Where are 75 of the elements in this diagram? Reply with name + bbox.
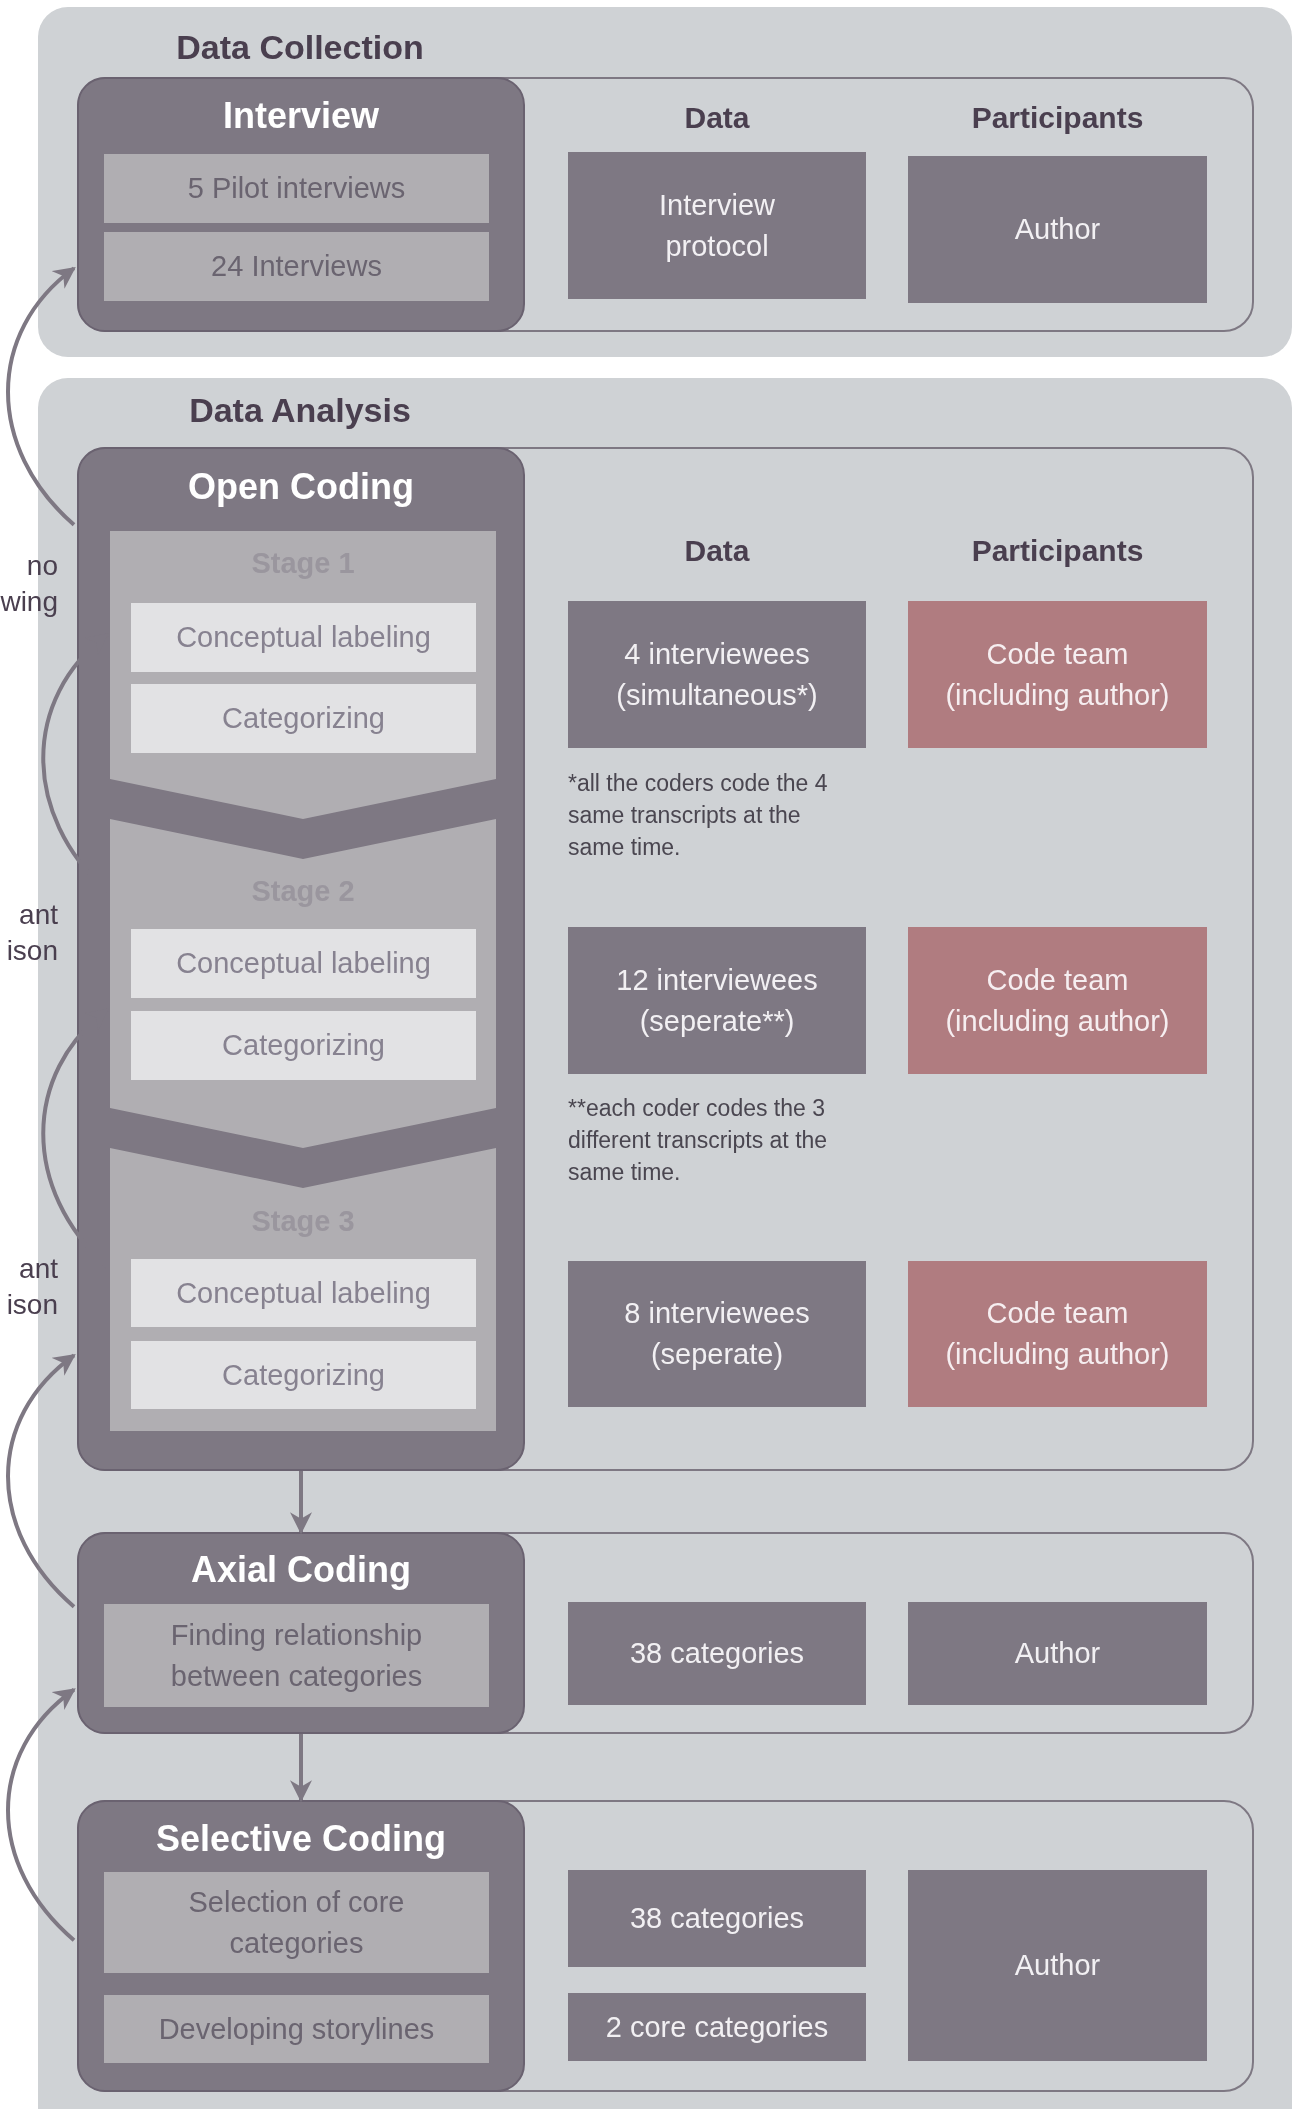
box-label: Conceptual labeling: [175, 620, 432, 656]
box-label: Code team (including author): [944, 636, 1171, 713]
data-box: [568, 1993, 866, 2061]
activity-box: [104, 1995, 489, 2063]
activity-box: [104, 232, 489, 301]
box-label: 24 Interviews: [210, 249, 383, 285]
side-note: no wing: [0, 549, 58, 619]
stage-group-box: [77, 447, 525, 1471]
data-box: [568, 1261, 866, 1407]
participant-box: [908, 927, 1207, 1074]
box-label: 5 Pilot interviews: [186, 171, 407, 207]
activity-box: [131, 603, 476, 672]
box-label: 38 categories: [628, 1636, 806, 1672]
data-box: [908, 156, 1207, 303]
group-title: Axial Coding: [190, 1548, 412, 1592]
activity-box: [131, 1259, 476, 1327]
box-label: 8 interviewees (seperate): [623, 1296, 811, 1372]
box-label: Author: [1013, 1636, 1102, 1672]
group-title: Open Coding: [187, 465, 415, 509]
box-label: Categorizing: [221, 1028, 386, 1064]
data-box: [908, 1602, 1207, 1705]
group-title: Selective Coding: [154, 1817, 448, 1861]
box-label: Code team (including author): [944, 962, 1171, 1039]
activity-box: [104, 1872, 489, 1973]
stage-band: [110, 531, 496, 819]
activity-box: [131, 1341, 476, 1409]
data-box: [568, 1870, 866, 1967]
box-label: Conceptual labeling: [175, 946, 432, 982]
activity-box: [104, 1604, 489, 1707]
box-label: 12 interviewees (seperate**): [615, 962, 819, 1039]
box-label: Categorizing: [221, 1357, 386, 1393]
side-note: ant ison: [5, 898, 58, 968]
section-title: Data Analysis: [188, 389, 412, 431]
group-title: Interview: [221, 94, 381, 138]
box-label: 38 categories: [628, 1901, 806, 1937]
arrow: [6, 266, 76, 527]
participant-box: [908, 1261, 1207, 1407]
stage-group-box: [77, 1532, 525, 1734]
box-label: Author: [1013, 1948, 1102, 1984]
box-label: Finding relationship between categories: [169, 1617, 424, 1694]
activity-box: [131, 1011, 476, 1080]
footnote: *all the coders code the 4 same transcripts at the same time.: [568, 769, 829, 863]
stage-band: [110, 1148, 496, 1431]
arrow: [290, 1734, 312, 1803]
section-title: Data Collection: [175, 26, 425, 68]
box-label: Developing storylines: [157, 2011, 436, 2047]
participant-box: [908, 601, 1207, 748]
stage-group-box: [77, 1800, 525, 2092]
box-label: 2 core categories: [604, 2009, 830, 2045]
box-label: Categorizing: [221, 701, 386, 737]
data-box: [568, 1602, 866, 1705]
side-note: ant ison: [5, 1252, 58, 1322]
activity-box: [104, 154, 489, 223]
box-label: Author: [1013, 212, 1102, 248]
column-header: Participants: [970, 533, 1145, 569]
column-header: Data: [683, 100, 751, 136]
stage-group-box: [77, 77, 525, 332]
arrow: [6, 1353, 76, 1609]
column-header: Participants: [970, 100, 1145, 136]
box-label: Code team (including author): [944, 1296, 1171, 1372]
arrow: [6, 1688, 76, 1942]
section-panel: [38, 7, 1292, 357]
activity-box: [131, 929, 476, 998]
box-label: 4 interviewees (simultaneous*): [615, 636, 819, 713]
data-box: [568, 152, 866, 299]
data-box: [568, 927, 866, 1074]
box-label: Selection of core categories: [187, 1884, 406, 1961]
footnote: **each coder codes the 3 different transcripts at the same time.: [568, 1094, 829, 1188]
column-header: Data: [683, 533, 751, 569]
box-label: Interview protocol: [657, 187, 776, 264]
box-label: Conceptual labeling: [175, 1275, 432, 1311]
arrow: [290, 1471, 312, 1535]
data-box: [568, 601, 866, 748]
activity-box: [131, 684, 476, 753]
data-box: [908, 1870, 1207, 2061]
